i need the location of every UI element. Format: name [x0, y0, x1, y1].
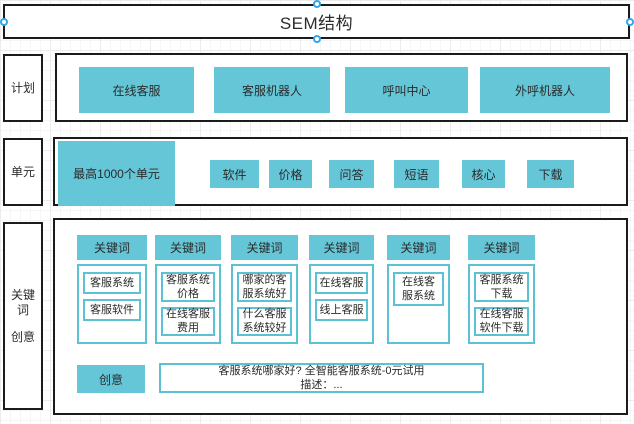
unit-item-label: 下载 — [538, 167, 563, 182]
unit-item-label: 价格 — [278, 167, 303, 182]
creative-box[interactable]: 创意 — [77, 365, 145, 393]
unit-item[interactable]: 软件 — [210, 160, 259, 188]
rail-label-plan[interactable]: 计划 — [3, 54, 43, 122]
keyword-header[interactable]: 关键词 — [155, 235, 221, 260]
keyword-header-label: 关键词 — [323, 241, 360, 255]
keyword-column: 关键词 客服系统下载 在线客服软件下载 — [468, 235, 535, 344]
keyword-header[interactable]: 关键词 — [309, 235, 374, 260]
keyword-header-label: 关键词 — [93, 241, 130, 255]
keyword-item[interactable]: 客服系统价格 — [161, 272, 215, 302]
plan-item-label: 呼叫中心 — [382, 83, 431, 98]
creative-description-box[interactable]: 客服系统哪家好? 全智能客服系统-0元试用 描述：... — [159, 363, 484, 393]
unit-item-label: 软件 — [222, 167, 247, 182]
selection-handle-top[interactable] — [313, 0, 321, 8]
selection-handle-left[interactable] — [0, 18, 8, 26]
keyword-header[interactable]: 关键词 — [387, 235, 450, 260]
keyword-column: 关键词 在线客服系统 — [387, 235, 450, 344]
keyword-header-label: 关键词 — [246, 241, 283, 255]
unit-item[interactable]: 价格 — [269, 160, 312, 188]
keyword-item[interactable]: 在线客服 — [315, 272, 368, 294]
keyword-header-label: 关键词 — [169, 241, 206, 255]
plan-item[interactable]: 外呼机器人 — [480, 67, 610, 113]
keyword-group[interactable]: 客服系统 客服软件 — [77, 264, 147, 344]
keyword-group[interactable]: 客服系统下载 在线客服软件下载 — [468, 264, 535, 344]
unit-label: 单元 — [10, 164, 35, 179]
plan-label: 计划 — [10, 80, 35, 95]
keyword-column: 关键词 在线客服 线上客服 — [309, 235, 374, 344]
keyword-header[interactable]: 关键词 — [468, 235, 535, 260]
unit-item[interactable]: 下载 — [527, 160, 574, 188]
keyword-group[interactable]: 在线客服 线上客服 — [309, 264, 374, 344]
keyword-item[interactable]: 客服系统下载 — [474, 272, 529, 302]
keyword-header[interactable]: 关键词 — [231, 235, 298, 260]
plan-container[interactable]: 在线客服 客服机器人 呼叫中心 外呼机器人 — [55, 53, 628, 122]
keyword-item[interactable]: 在线客服软件下载 — [474, 306, 529, 336]
unit-item[interactable]: 问答 — [329, 160, 374, 188]
keyword-column: 关键词 客服系统价格 在线客服费用 — [155, 235, 221, 344]
keyword-container[interactable]: 关键词 客服系统 客服软件 关键词 客服系统价格 在线客服费用 关键词 哪家的客… — [53, 218, 628, 415]
rail-label-keyword-creative[interactable]: 关键词 创意 — [3, 222, 43, 410]
plan-item-label: 外呼机器人 — [514, 83, 575, 98]
keyword-item[interactable]: 哪家的客服系统好 — [237, 272, 292, 302]
creative-box-label: 创意 — [98, 372, 123, 387]
keyword-item[interactable]: 什么客服系统较好 — [237, 306, 292, 336]
unit-max-box[interactable]: 最高1000个单元 — [58, 141, 175, 206]
keyword-header[interactable]: 关键词 — [77, 235, 147, 260]
rail-label-unit[interactable]: 单元 — [3, 138, 43, 206]
unit-item-label: 核心 — [471, 167, 496, 182]
keyword-column: 关键词 哪家的客服系统好 什么客服系统较好 — [231, 235, 298, 344]
keyword-column: 关键词 客服系统 客服软件 — [77, 235, 147, 344]
creative-title-line: 客服系统哪家好? 全智能客服系统-0元试用 — [218, 364, 425, 377]
unit-item-label: 短语 — [404, 167, 429, 182]
selection-handle-right[interactable] — [626, 18, 634, 26]
keyword-label: 关键词 — [10, 287, 35, 317]
unit-container[interactable]: 最高1000个单元 软件 价格 问答 短语 核心 下载 — [53, 137, 628, 206]
plan-item-label: 在线客服 — [112, 83, 161, 98]
plan-item[interactable]: 在线客服 — [79, 67, 194, 113]
creative-desc-line: 描述：... — [300, 379, 343, 391]
unit-item-label: 问答 — [339, 167, 364, 182]
unit-max-label: 最高1000个单元 — [73, 167, 160, 181]
keyword-group[interactable]: 哪家的客服系统好 什么客服系统较好 — [231, 264, 298, 344]
plan-item[interactable]: 客服机器人 — [214, 67, 330, 113]
title-shape[interactable]: SEM结构 — [3, 4, 630, 39]
plan-item[interactable]: 呼叫中心 — [345, 67, 468, 113]
unit-item[interactable]: 短语 — [394, 160, 439, 188]
keyword-item[interactable]: 在线客服费用 — [161, 306, 215, 336]
selection-handle-bottom[interactable] — [313, 35, 321, 43]
keyword-item[interactable]: 线上客服 — [315, 299, 368, 321]
plan-item-label: 客服机器人 — [241, 83, 302, 98]
keyword-item[interactable]: 在线客服系统 — [393, 272, 444, 307]
creative-rail-label: 创意 — [10, 329, 35, 344]
diagram-title: SEM结构 — [279, 14, 354, 33]
keyword-item[interactable]: 客服软件 — [83, 299, 141, 321]
keyword-item[interactable]: 客服系统 — [83, 272, 141, 294]
keyword-group[interactable]: 客服系统价格 在线客服费用 — [155, 264, 221, 344]
keyword-header-label: 关键词 — [483, 241, 520, 255]
unit-item[interactable]: 核心 — [462, 160, 505, 188]
keyword-group[interactable]: 在线客服系统 — [387, 264, 450, 344]
keyword-header-label: 关键词 — [400, 241, 437, 255]
